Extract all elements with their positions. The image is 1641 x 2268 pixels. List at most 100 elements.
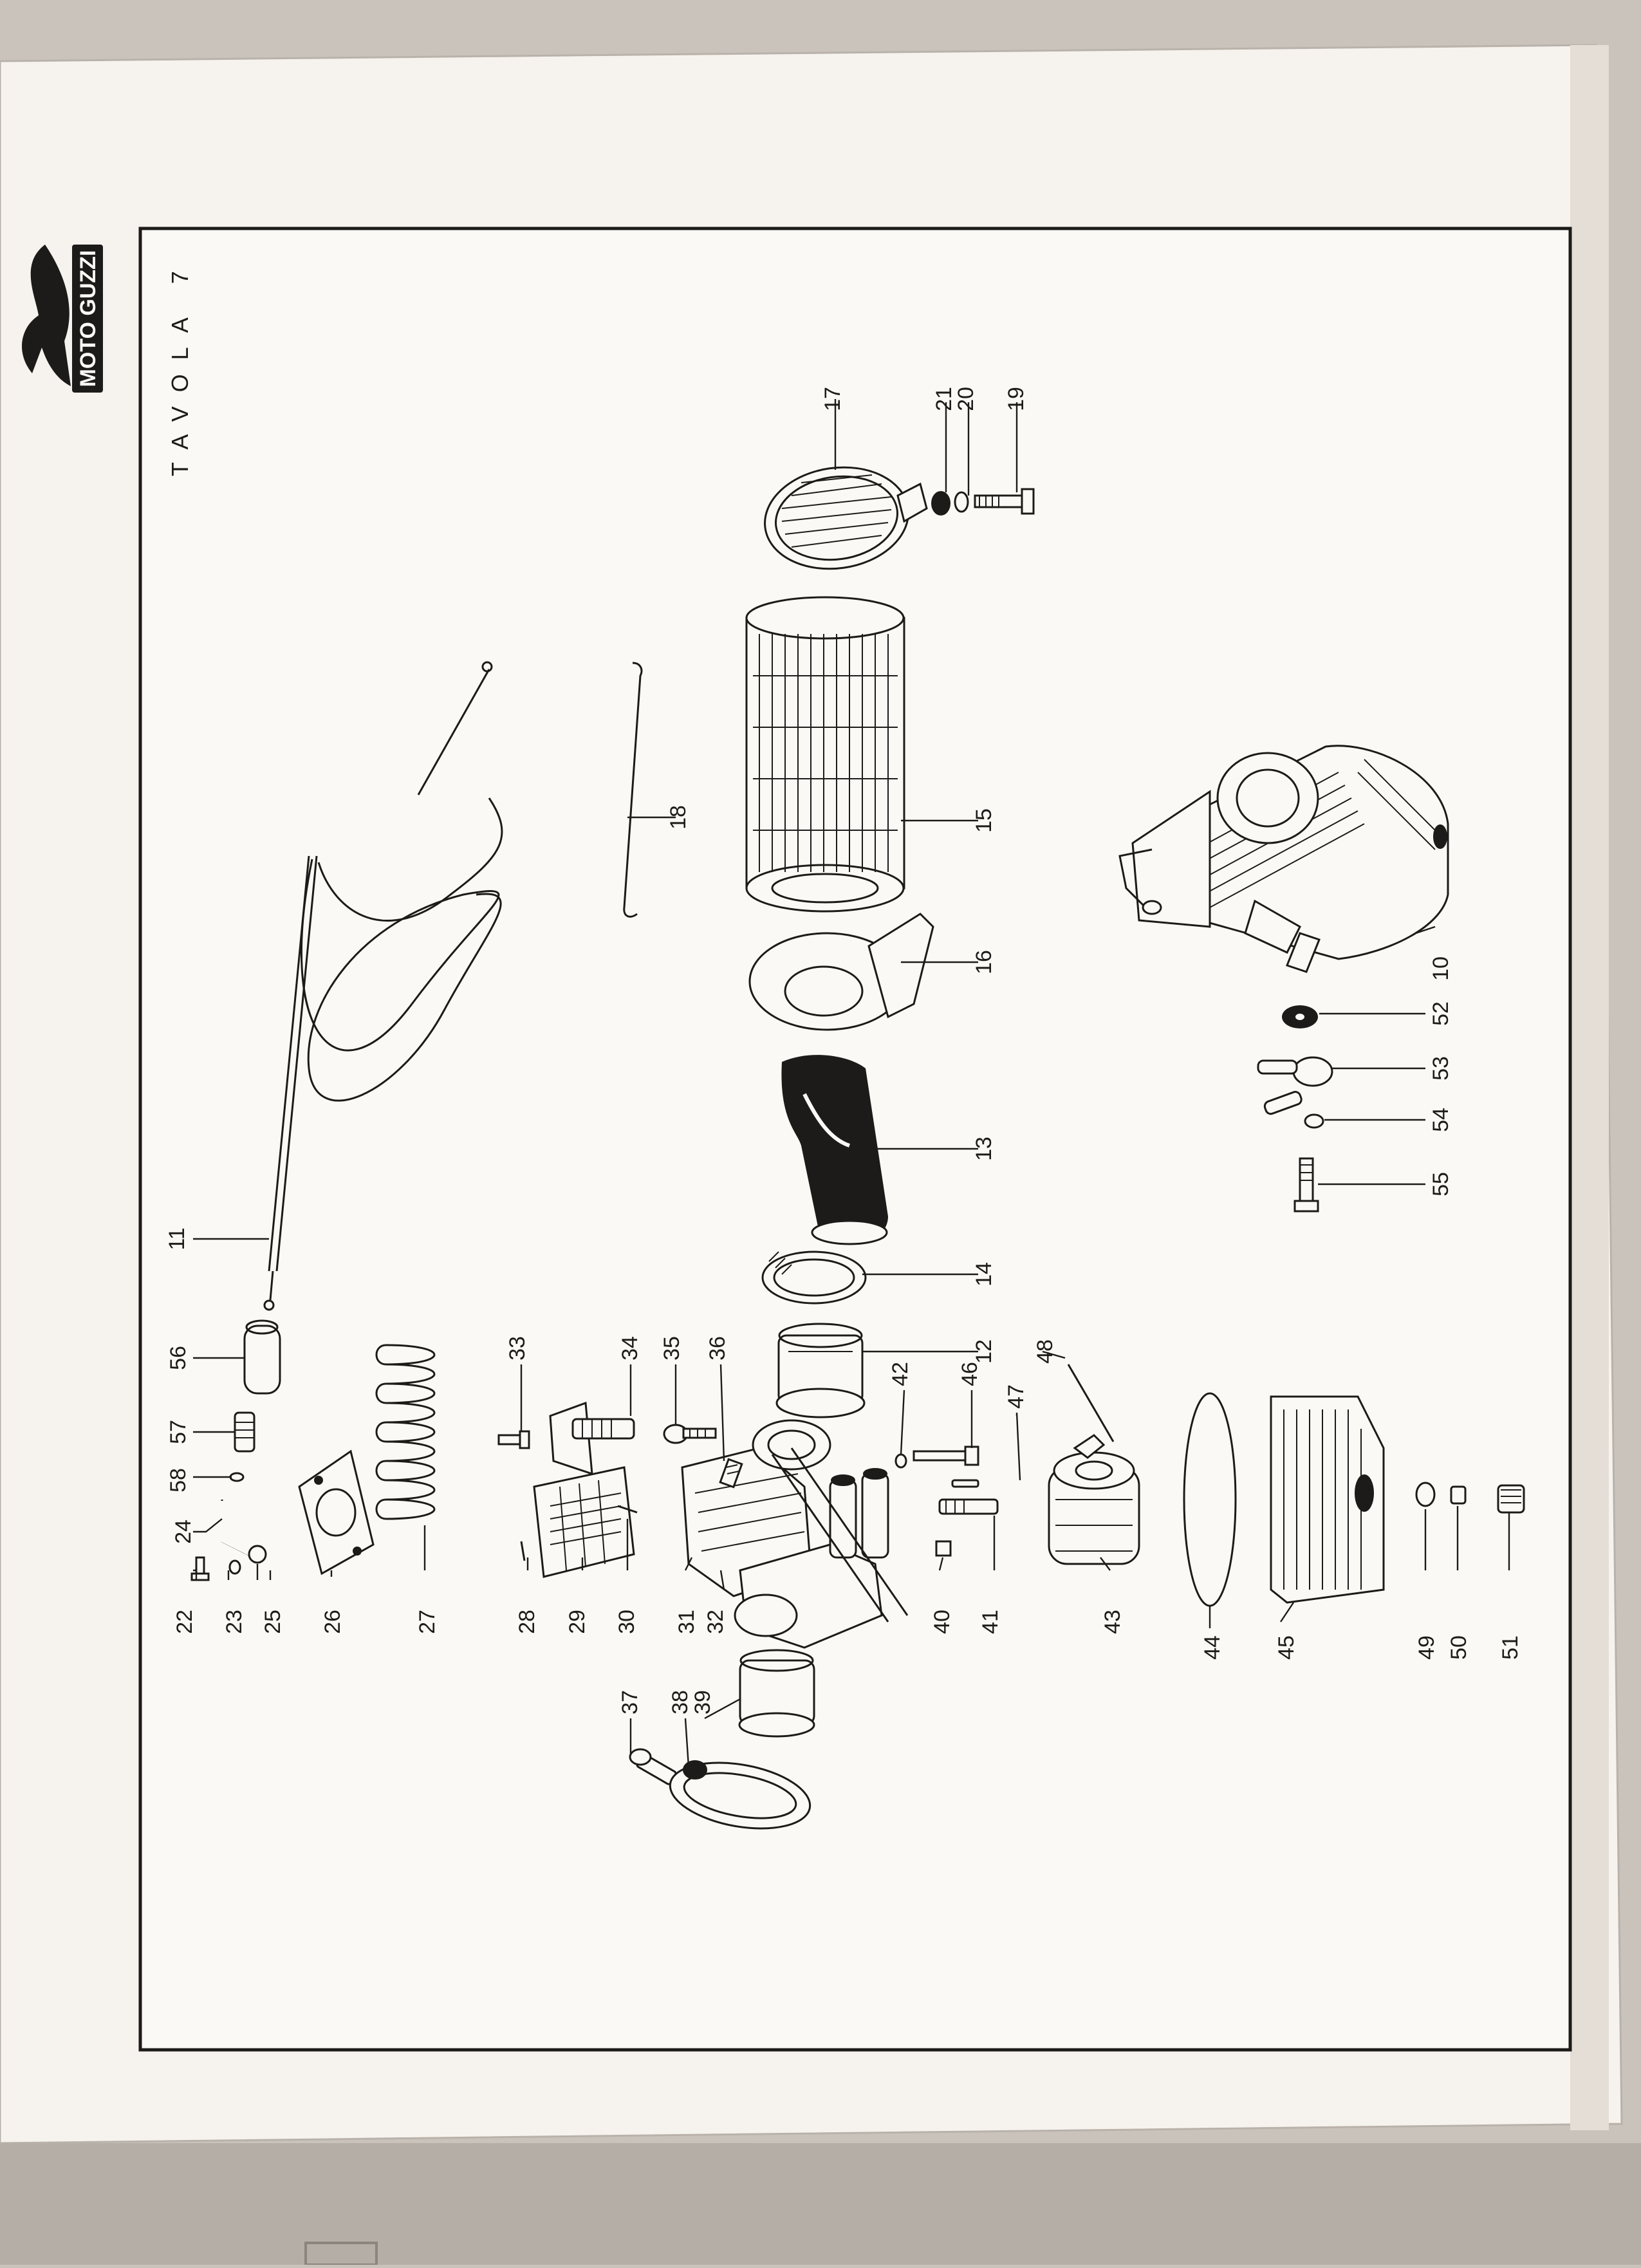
part-37-drawing — [629, 1748, 677, 1785]
part-label-34: 34 — [618, 1336, 642, 1361]
part-13-drawing — [781, 1055, 888, 1245]
brand-name: MOTO GUZZI — [76, 250, 100, 387]
part-label-16: 16 — [972, 950, 996, 974]
part-42-drawing — [895, 1453, 907, 1469]
part-17-drawing — [764, 466, 928, 570]
part-12-drawing — [775, 1323, 866, 1418]
part-label-28: 28 — [515, 1610, 539, 1634]
part-54-drawing — [1304, 1113, 1324, 1129]
part-20-drawing — [954, 491, 969, 513]
part-label-29: 29 — [565, 1610, 589, 1634]
part-label-36: 36 — [705, 1336, 730, 1361]
part-label-55: 55 — [1429, 1172, 1453, 1196]
part-38-drawing — [669, 1760, 811, 1830]
part-50-drawing — [1450, 1485, 1467, 1505]
part-28-drawing — [520, 1541, 526, 1561]
leader-lines — [193, 399, 1510, 1767]
facing-page — [0, 2143, 1641, 2265]
part-21-drawing — [931, 491, 950, 516]
part-49-drawing — [1415, 1482, 1436, 1507]
part-40-drawing — [935, 1540, 952, 1557]
part-label-45: 45 — [1274, 1635, 1299, 1660]
part-label-17: 17 — [820, 387, 845, 411]
part-label-27: 27 — [415, 1610, 440, 1634]
part-number-labels: 10 11 12 13 14 15 16 17 18 19 20 21 22 2… — [165, 387, 1523, 1715]
part-10-drawing — [1118, 745, 1449, 973]
part-45-drawing — [1270, 1395, 1385, 1604]
part-label-15: 15 — [972, 808, 996, 833]
part-label-39: 39 — [691, 1690, 715, 1715]
part-30-drawing — [617, 1505, 638, 1514]
part-47-drawing — [951, 1479, 979, 1488]
page-spine-shadow — [1570, 45, 1609, 2130]
part-label-56: 56 — [166, 1346, 190, 1370]
part-39-drawing — [738, 1649, 815, 1738]
part-label-12: 12 — [972, 1339, 996, 1364]
part-25-drawing — [248, 1545, 267, 1564]
part-label-26: 26 — [320, 1610, 345, 1634]
part-53-drawing — [1257, 1056, 1333, 1115]
part-41-drawing — [938, 1498, 999, 1515]
part-label-43: 43 — [1100, 1610, 1125, 1634]
part-27-drawing — [375, 1344, 436, 1520]
part-label-30: 30 — [615, 1610, 639, 1634]
part-15-drawing — [745, 596, 905, 913]
moto-guzzi-logo: MOTO GUZZI — [22, 245, 103, 393]
part-label-31: 31 — [674, 1610, 699, 1634]
part-label-52: 52 — [1429, 1001, 1453, 1026]
part-label-24: 24 — [171, 1520, 196, 1544]
part-label-21: 21 — [932, 387, 956, 411]
part-label-10: 10 — [1429, 956, 1453, 981]
part-23-drawing — [228, 1559, 241, 1575]
part-55-drawing — [1293, 1157, 1319, 1213]
part-label-49: 49 — [1414, 1635, 1439, 1660]
part-label-22: 22 — [172, 1610, 197, 1634]
part-label-44: 44 — [1200, 1635, 1225, 1660]
part-label-19: 19 — [1004, 387, 1028, 411]
part-label-25: 25 — [261, 1610, 285, 1634]
part-29-drawing — [533, 1466, 635, 1578]
part-label-32: 32 — [703, 1610, 728, 1634]
part-label-38: 38 — [668, 1690, 692, 1715]
part-label-23: 23 — [222, 1610, 246, 1634]
part-22-drawing — [190, 1556, 210, 1581]
part-43-drawing — [1048, 1434, 1140, 1565]
part-36-drawing — [719, 1458, 743, 1489]
part-label-54: 54 — [1429, 1108, 1453, 1132]
part-52-drawing — [1282, 1005, 1318, 1028]
part-57-drawing — [234, 1411, 255, 1453]
part-33-drawing — [497, 1430, 530, 1449]
part-label-58: 58 — [166, 1468, 190, 1492]
part-label-48: 48 — [1033, 1339, 1057, 1364]
part-label-37: 37 — [618, 1690, 642, 1715]
plate-title: TAVOLA 7 — [167, 257, 193, 476]
part-label-41: 41 — [978, 1610, 1003, 1634]
part-19-drawing — [974, 488, 1035, 515]
part-label-46: 46 — [958, 1362, 982, 1386]
part-label-53: 53 — [1429, 1056, 1453, 1081]
part-16-drawing — [748, 913, 934, 1031]
part-11-drawing — [263, 661, 503, 1311]
part-18-drawing — [623, 662, 643, 918]
logo-badge — [72, 245, 103, 393]
part-label-40: 40 — [930, 1610, 954, 1634]
part-label-35: 35 — [660, 1336, 684, 1361]
part-label-47: 47 — [1004, 1384, 1028, 1409]
part-56-drawing — [243, 1319, 281, 1395]
part-label-57: 57 — [166, 1420, 190, 1444]
part-26-drawing — [298, 1449, 375, 1576]
part-label-33: 33 — [505, 1336, 530, 1361]
part-label-42: 42 — [888, 1362, 913, 1386]
part-label-51: 51 — [1498, 1635, 1523, 1660]
part-51-drawing — [1497, 1484, 1525, 1514]
part-32-drawing — [734, 1447, 909, 1649]
part-label-13: 13 — [972, 1137, 996, 1161]
part-58-drawing — [229, 1472, 245, 1482]
part-label-18: 18 — [666, 805, 691, 830]
part-24-drawing — [220, 1500, 255, 1559]
part-label-50: 50 — [1447, 1635, 1471, 1660]
part-14-drawing — [761, 1250, 867, 1305]
part-label-11: 11 — [165, 1227, 189, 1250]
